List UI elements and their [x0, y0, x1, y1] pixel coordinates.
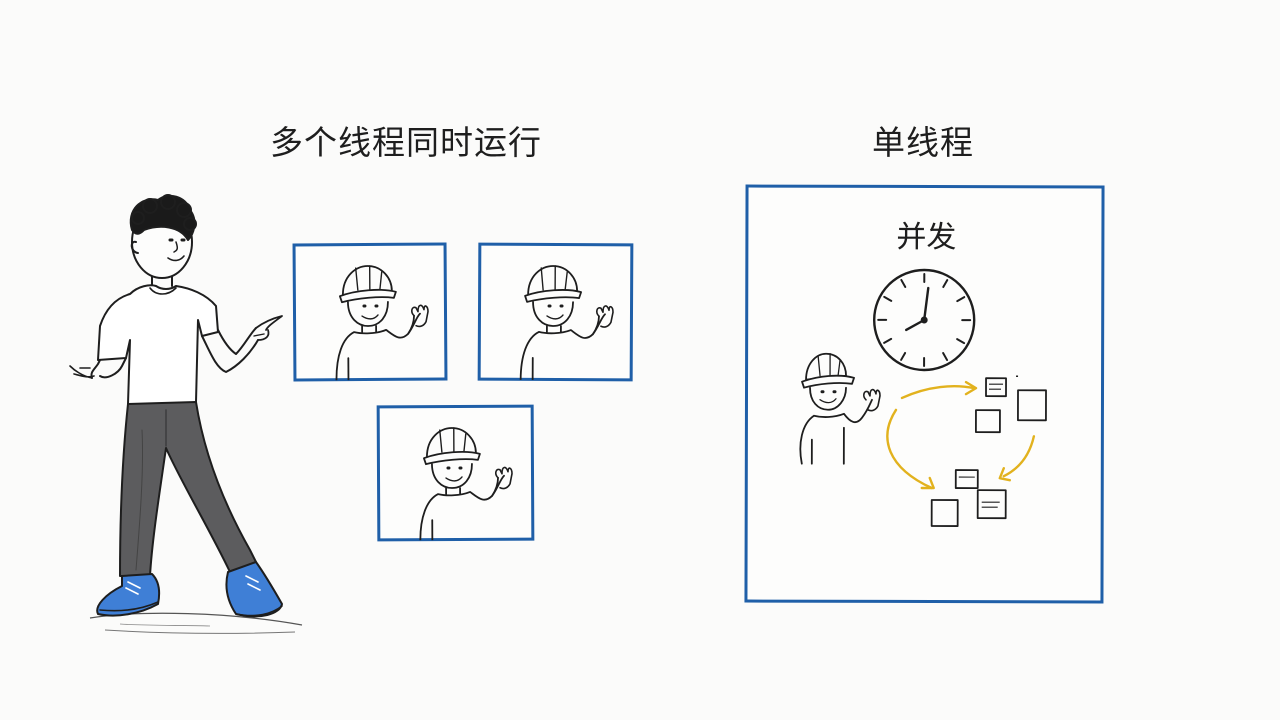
single-thread-frame: 并发 — [744, 184, 1105, 604]
worker-icon — [335, 265, 429, 381]
thread-panel-1 — [292, 242, 448, 382]
worker-icon — [419, 427, 513, 541]
worker-icon — [799, 352, 881, 465]
thread-panel-2 — [477, 242, 634, 382]
concurrency-illustration — [799, 268, 1047, 527]
thread-panel-3 — [376, 404, 535, 542]
cycle-arrows — [886, 380, 1036, 490]
multi-thread-heading: 多个线程同时运行 — [270, 123, 542, 162]
presenter-figure — [69, 194, 283, 618]
clock-icon — [872, 268, 976, 372]
task-square-icons — [930, 375, 1047, 527]
worker-icon — [519, 265, 614, 381]
single-thread-heading: 单线程 — [872, 123, 974, 162]
